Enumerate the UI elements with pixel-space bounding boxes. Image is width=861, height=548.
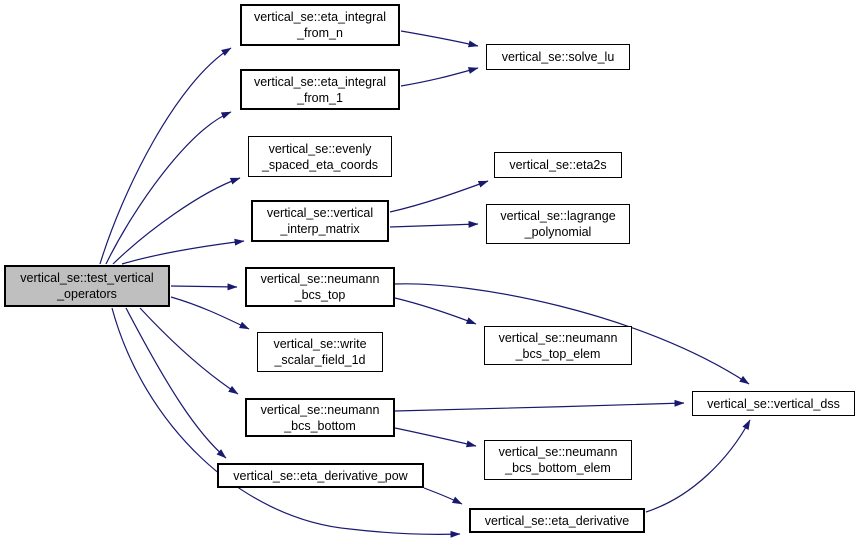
node-solve-lu[interactable]: vertical_se::solve_lu xyxy=(486,44,630,70)
node-evenly-spaced-eta-coords[interactable]: vertical_se::evenly _spaced_eta_coords xyxy=(248,136,392,177)
node-lagrange-polynomial[interactable]: vertical_se::lagrange _polynomial xyxy=(486,204,630,244)
node-neumann-bcs-top-elem[interactable]: vertical_se::neumann _bcs_top_elem xyxy=(484,326,632,365)
node-test-vertical-operators: vertical_se::test_vertical _operators xyxy=(4,265,170,307)
edge-bcs-top-to-bcs-top-elem xyxy=(394,297,477,325)
node-write-scalar-field-1d[interactable]: vertical_se::write _scalar_field_1d xyxy=(257,332,383,372)
edge-test-to-evenly-spaced-eta-coords xyxy=(112,177,241,265)
node-neumann-bcs-bottom[interactable]: vertical_se::neumann _bcs_bottom xyxy=(245,398,395,437)
node-neumann-bcs-top[interactable]: vertical_se::neumann _bcs_top xyxy=(245,267,395,307)
edge-eta-derivative-pow-to-eta-derivative xyxy=(423,487,463,505)
edge-eta-derivative-to-vertical-dss xyxy=(645,419,751,513)
node-eta-derivative[interactable]: vertical_se::eta_derivative xyxy=(469,508,645,533)
edge-interp-matrix-to-lagrange-polynomial xyxy=(389,220,479,228)
node-eta-integral-from-n[interactable]: vertical_se::eta_integral _from_n xyxy=(240,4,400,46)
edge-test-to-eta-derivative xyxy=(111,307,461,538)
edge-bcs-bottom-to-bcs-bottom-elem xyxy=(394,427,477,448)
edge-test-to-eta-integral-from-n xyxy=(99,47,232,265)
node-vertical-interp-matrix[interactable]: vertical_se::vertical _interp_matrix xyxy=(251,200,389,242)
edge-test-to-vertical-interp-matrix xyxy=(121,238,245,265)
edge-test-to-neumann-bcs-top xyxy=(170,283,238,291)
node-vertical-dss[interactable]: vertical_se::vertical_dss xyxy=(692,391,855,416)
edge-interp-matrix-to-eta2s xyxy=(389,180,489,213)
edge-test-to-eta-derivative-pow xyxy=(125,307,227,459)
edge-eta-integral-from-1-to-solve-lu xyxy=(400,67,479,87)
node-eta-integral-from-1[interactable]: vertical_se::eta_integral _from_1 xyxy=(240,69,400,110)
edge-bcs-top-to-vertical-dss xyxy=(394,283,750,385)
edge-test-to-write-scalar-field-1d xyxy=(170,296,250,330)
edge-eta-integral-from-n-to-solve-lu xyxy=(400,30,479,48)
node-eta-derivative-pow[interactable]: vertical_se::eta_derivative_pow xyxy=(217,463,424,488)
node-neumann-bcs-bottom-elem[interactable]: vertical_se::neumann _bcs_bottom_elem xyxy=(484,440,632,480)
node-eta2s[interactable]: vertical_se::eta2s xyxy=(494,152,622,178)
edge-test-to-eta-integral-from-1 xyxy=(105,111,232,265)
edge-test-to-neumann-bcs-bottom xyxy=(139,307,239,395)
edge-bcs-bottom-to-vertical-dss xyxy=(394,399,685,412)
